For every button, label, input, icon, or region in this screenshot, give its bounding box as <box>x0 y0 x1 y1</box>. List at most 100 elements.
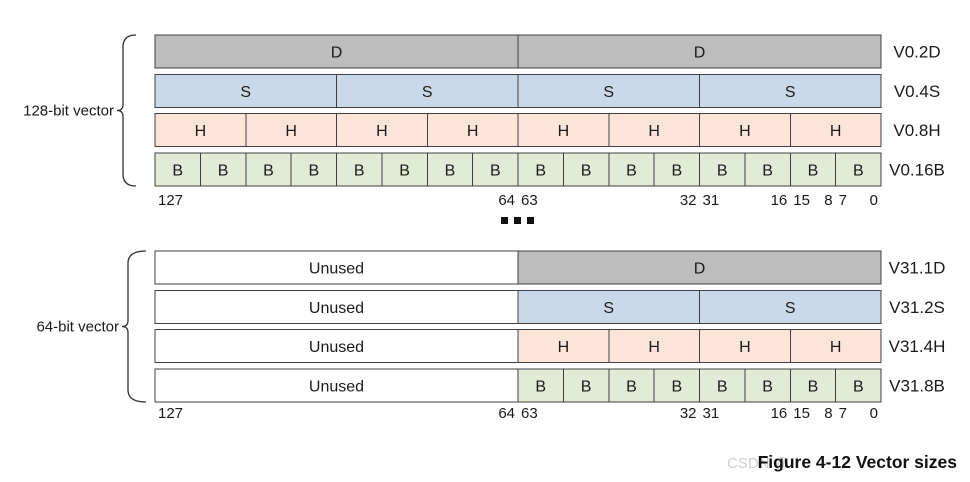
watermark: CSDN @ <box>727 455 789 472</box>
bit-index-label: 127 <box>158 405 183 422</box>
bit-index-label: 16 <box>771 192 788 209</box>
lane-label: B <box>263 162 274 179</box>
lane-cell-h <box>426 113 519 148</box>
lane-label: B <box>717 162 728 179</box>
ellipsis-dot <box>501 217 508 224</box>
lane-cell-h <box>245 113 337 148</box>
lane-cell-b <box>789 368 837 403</box>
unused-label: Unused <box>309 300 364 317</box>
lane-cell-h <box>789 113 882 148</box>
lane-label: B <box>762 378 773 395</box>
lane-label: B <box>535 162 546 179</box>
lane-label: H <box>648 339 660 356</box>
bit-index-label: 15 <box>793 192 810 209</box>
lane-label: D <box>694 45 706 62</box>
lane-cell-d <box>517 34 882 69</box>
bit-index-label: 63 <box>521 192 538 209</box>
lane-cell-s <box>154 73 337 108</box>
ellipsis <box>501 217 534 224</box>
lane-label: H <box>376 123 388 140</box>
section-label: 128-bit vector <box>23 102 114 119</box>
lane-cell-s <box>517 289 700 324</box>
lane-label: H <box>830 339 842 356</box>
bit-index-label: 15 <box>793 405 810 422</box>
lane-label: B <box>581 162 592 179</box>
ellipsis-dot <box>527 217 534 224</box>
brace <box>121 250 147 403</box>
lane-label: H <box>195 123 207 140</box>
bit-index-label: 31 <box>703 405 720 422</box>
lane-cell-h <box>699 113 791 148</box>
lane-label: H <box>648 123 660 140</box>
lane-cell-h <box>789 329 882 364</box>
bit-index-label: 16 <box>771 405 788 422</box>
bit-index-label: 63 <box>521 405 538 422</box>
lane-cell-b <box>199 152 247 187</box>
unused-cell <box>154 368 519 403</box>
bit-index-label: 64 <box>498 192 515 209</box>
lane-label: B <box>671 378 682 395</box>
lane-label: B <box>399 162 410 179</box>
lane-label: S <box>422 84 433 101</box>
unused-label: Unused <box>309 378 364 395</box>
unused-label: Unused <box>309 339 364 356</box>
lane-label: B <box>218 162 229 179</box>
ellipsis-dot <box>514 217 521 224</box>
lane-cell-b <box>517 152 564 187</box>
section-label: 64-bit vector <box>36 318 119 335</box>
bit-index-label: 32 <box>680 192 697 209</box>
lane-cell-s <box>517 73 700 108</box>
lane-label: D <box>331 45 343 62</box>
lane-cell-s <box>699 289 882 324</box>
lane-cell-b <box>426 152 474 187</box>
bit-index-label: 32 <box>680 405 697 422</box>
lane-cell-b <box>835 368 882 403</box>
lane-label: B <box>808 162 819 179</box>
figure-caption: Figure 4-12 Vector sizes <box>758 452 958 472</box>
register-name: V31.4H <box>889 337 946 356</box>
bit-index-label: 8 <box>824 192 832 209</box>
lane-label: B <box>354 162 365 179</box>
lane-cell-d <box>517 250 882 285</box>
lane-cell-h <box>699 329 791 364</box>
lane-cell-h <box>336 113 428 148</box>
lane-cell-b <box>744 368 791 403</box>
bit-index-label: 127 <box>158 192 183 209</box>
bit-index-label: 0 <box>870 192 878 209</box>
unused-cell <box>154 329 519 364</box>
lane-cell-b <box>789 152 837 187</box>
register-row-v31-4h: Unused H H H H V31.4H <box>154 329 946 364</box>
lane-cell-b <box>699 368 746 403</box>
lane-cell-b <box>744 152 791 187</box>
lane-label: S <box>603 300 614 317</box>
lane-label: H <box>739 339 751 356</box>
lane-cell-b <box>336 152 383 187</box>
bit-index-label: 8 <box>824 405 832 422</box>
lane-label: B <box>762 162 773 179</box>
lane-cell-b <box>245 152 292 187</box>
lane-cell-b <box>517 368 564 403</box>
lane-cell-h <box>608 329 700 364</box>
bit-index-label: 31 <box>703 192 720 209</box>
lane-label: S <box>785 84 796 101</box>
lane-label: H <box>558 123 570 140</box>
lane-label: S <box>785 300 796 317</box>
register-name: V31.1D <box>889 259 946 278</box>
lane-label: H <box>558 339 570 356</box>
lane-label: B <box>535 378 546 395</box>
lane-cell-b <box>699 152 746 187</box>
lane-label: H <box>830 123 842 140</box>
unused-cell <box>154 250 519 285</box>
bit-index-label: 64 <box>498 405 515 422</box>
lane-label: H <box>739 123 751 140</box>
lane-label: B <box>581 378 592 395</box>
